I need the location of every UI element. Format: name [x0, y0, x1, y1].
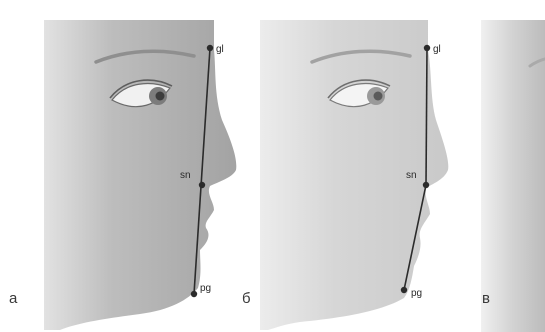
label-gl-a: gl: [216, 44, 224, 55]
point-gl-b: [424, 45, 430, 51]
point-pg-b: [401, 287, 407, 293]
point-sn-b: [423, 182, 429, 188]
label-pg-b: pg: [411, 288, 422, 299]
label-sn-a: sn: [180, 170, 191, 181]
profile-line-b-upper: [426, 48, 427, 185]
face-profile-c: [481, 20, 545, 332]
point-sn-a: [199, 182, 205, 188]
point-gl-a: [207, 45, 213, 51]
panel-label-c: в: [482, 290, 490, 307]
panel-label-b: б: [242, 290, 251, 307]
panel-b: gl sn pg б: [242, 20, 448, 330]
label-pg-a: pg: [200, 283, 211, 294]
label-sn-b: sn: [406, 170, 417, 181]
panel-c: в: [481, 20, 545, 332]
point-pg-a: [191, 291, 197, 297]
panel-a: gl sn pg а: [9, 20, 236, 330]
label-gl-b: gl: [433, 44, 441, 55]
face-profile-b: [260, 20, 448, 330]
panel-label-a: а: [9, 290, 18, 307]
